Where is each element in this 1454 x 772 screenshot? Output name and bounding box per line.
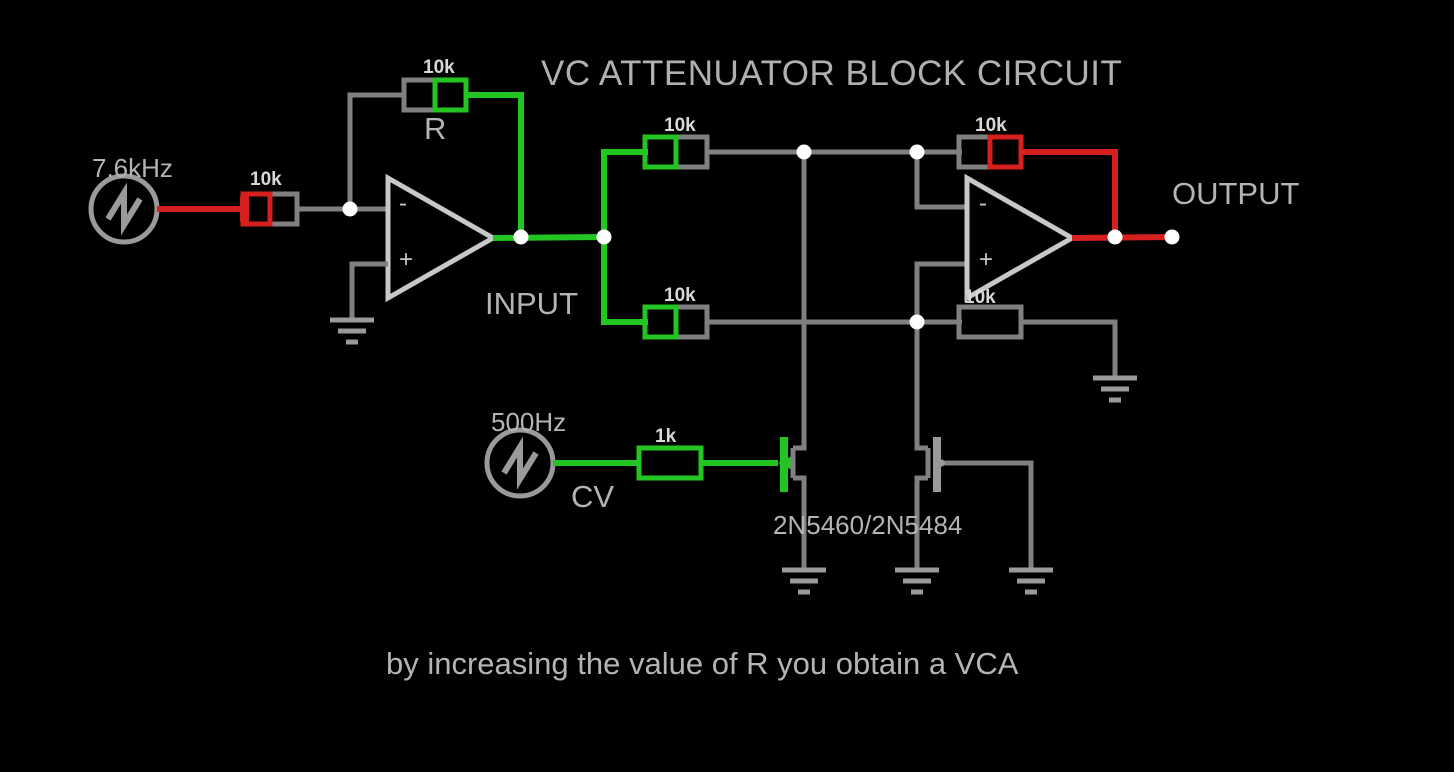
- source-input-freq-label: 7.6kHz: [92, 153, 173, 183]
- wire-to-opamp-out-minus: [914, 152, 967, 210]
- jfet-part-label: 2N5460/2N5484: [773, 510, 963, 540]
- ground-jfet-left: [782, 567, 826, 595]
- wire-green-up-to-rupper: [601, 149, 626, 237]
- diagram-title: VC ATTENUATOR BLOCK CIRCUIT: [541, 54, 1123, 93]
- ground-jfet-right-gate: [1009, 567, 1053, 595]
- resistor-r-out-gnd: [917, 304, 1024, 340]
- node-input-net: [596, 229, 612, 245]
- node-opamp-input-out: [513, 229, 529, 245]
- wire-opamp-input-output: [492, 234, 605, 241]
- node-lower-right: [909, 314, 925, 330]
- node-output: [1107, 229, 1123, 245]
- wire-out-feedback: [1021, 149, 1118, 237]
- resistor-r-out-fb: [917, 134, 1024, 170]
- wire-bus-to-jfet-left-drain: [793, 152, 807, 451]
- diagram-caption: by increasing the value of R you obtain …: [386, 646, 1019, 681]
- wire-to-opamp-out-plus: [914, 261, 967, 322]
- wire-rout-to-gnd: [1021, 319, 1118, 378]
- resistor-r-upper: [626, 134, 710, 170]
- opamp-input-plus-sign: +: [399, 246, 414, 273]
- node-output-terminal: [1164, 229, 1180, 245]
- wire-bus-to-jfet-right-drain: [914, 322, 928, 451]
- resistor-r-out-gnd-value: 10k: [964, 287, 996, 308]
- opamp-output-symbol: [964, 173, 1078, 303]
- input-net-label: INPUT: [485, 286, 578, 321]
- wire-green-down-to-rlower: [601, 237, 626, 325]
- resistor-r-input-value: 10k: [250, 169, 282, 190]
- jfet-right-symbol: [914, 437, 1034, 570]
- node-upper-right: [909, 144, 925, 160]
- resistor-r-feedback-name: R: [424, 111, 447, 146]
- output-net-label: OUTPUT: [1172, 176, 1300, 211]
- source-cv-name-label: CV: [571, 479, 615, 514]
- opamp-input-minus-sign: -: [399, 190, 407, 217]
- opamp-input-symbol: [385, 173, 499, 303]
- source-cv-symbol: [484, 427, 556, 499]
- ground-opamp-input: [330, 317, 374, 345]
- resistor-r-out-fb-value: 10k: [975, 115, 1007, 136]
- resistor-r-cv-value: 1k: [655, 426, 677, 447]
- resistor-r-lower-value: 10k: [664, 285, 696, 306]
- resistor-r-feedback: [401, 77, 469, 113]
- node-upper-bus-tap: [796, 144, 812, 160]
- source-cv-freq-label: 500Hz: [491, 407, 567, 437]
- resistor-r-cv: [636, 445, 704, 481]
- source-input-symbol: [88, 173, 160, 245]
- node-opamp-input-minus: [342, 201, 358, 217]
- resistor-r-input: [240, 191, 300, 227]
- wire-feedback-right: [466, 92, 524, 237]
- wire-opamp-input-plus-gnd: [349, 261, 388, 320]
- opamp-output-plus-sign: +: [979, 246, 994, 273]
- resistor-r-lower: [626, 304, 710, 340]
- ground-output-resistor: [1093, 375, 1137, 403]
- resistor-r-feedback-value: 10k: [423, 57, 455, 78]
- opamp-output-minus-sign: -: [979, 190, 987, 217]
- wire-feedback-left: [347, 92, 404, 209]
- ground-jfet-right-source: [895, 567, 939, 595]
- jfet-left-symbol: [778, 437, 807, 570]
- resistor-r-upper-value: 10k: [664, 115, 696, 136]
